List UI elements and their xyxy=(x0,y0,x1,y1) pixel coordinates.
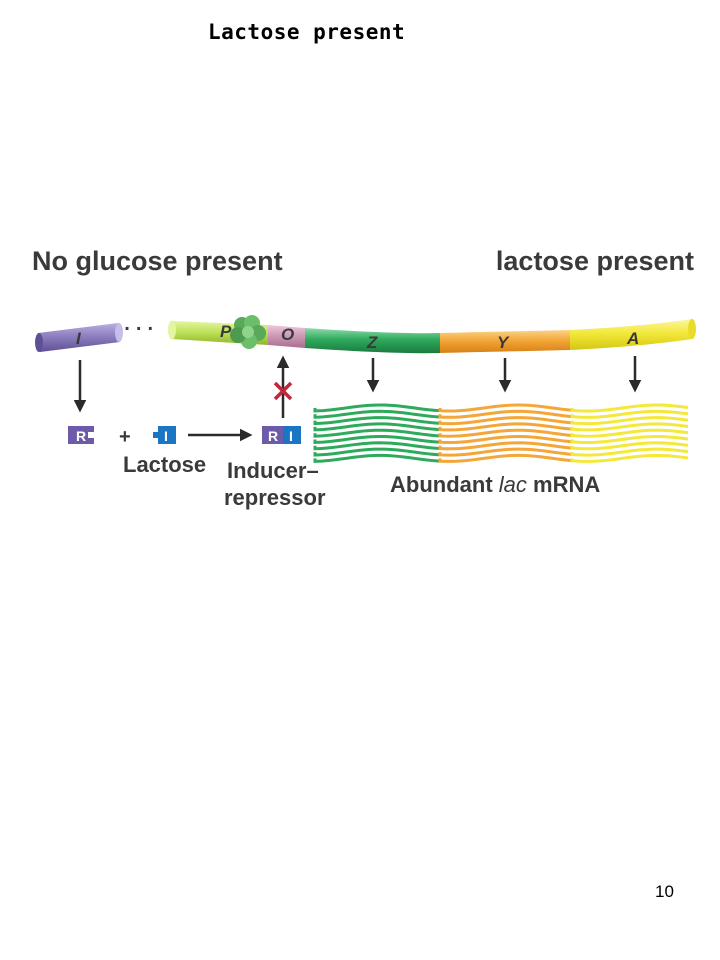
blocked-x-icon xyxy=(273,381,293,401)
header-no-glucose: No glucose present xyxy=(32,246,283,276)
mrna-strand xyxy=(313,434,440,445)
mrna-strand xyxy=(313,441,440,451)
mrna-strand xyxy=(438,447,573,457)
repressor-box xyxy=(68,426,94,444)
mrna-strand xyxy=(313,447,440,457)
mrna-strand xyxy=(570,453,689,463)
mrna-strand xyxy=(438,416,573,426)
mrna-strand xyxy=(570,409,689,419)
inducer-box-label: I xyxy=(164,428,168,444)
mrna-strand xyxy=(313,409,440,419)
slide-title: Lactose present xyxy=(208,20,406,44)
gene-label-a: A xyxy=(626,329,639,348)
repressor-box-label: R xyxy=(76,428,86,444)
inducer-repressor-complex xyxy=(262,426,301,444)
mrna-strand xyxy=(570,447,689,457)
mrna-strand xyxy=(313,422,440,432)
i-gene-segment xyxy=(35,323,123,352)
mrna-strand xyxy=(313,416,440,426)
gene-label-y: Y xyxy=(497,333,510,352)
mrna-strand xyxy=(313,403,440,413)
mrna-strand xyxy=(438,435,573,445)
mrna-strand xyxy=(313,453,440,463)
gene-label-p: P xyxy=(220,322,232,341)
ellipsis: · · · xyxy=(124,319,153,338)
mrna-strand xyxy=(313,428,440,438)
mrna-strand xyxy=(438,441,573,451)
page-number: 10 xyxy=(655,882,674,901)
dna-strand xyxy=(168,319,696,354)
complex-inducer-label: I xyxy=(289,428,293,444)
mrna-strands xyxy=(313,403,689,463)
mrna-strand xyxy=(570,434,689,445)
lactose-label: Lactose xyxy=(123,452,206,477)
gene-label-z: Z xyxy=(366,333,378,352)
header-lactose-present: lactose present xyxy=(496,246,694,276)
mrna-strand xyxy=(438,453,573,463)
mrna-strand xyxy=(570,428,689,438)
complex-repressor-label: R xyxy=(268,428,278,444)
mrna-strand xyxy=(438,422,573,432)
mrna-strand xyxy=(570,416,689,426)
mrna-strand xyxy=(570,422,689,432)
inducer-repressor-label-line1: Inducer– xyxy=(227,458,319,483)
gene-label-i: I xyxy=(76,329,82,348)
mrna-label: Abundant lac mRNA xyxy=(390,472,600,497)
inducer-box xyxy=(153,426,176,444)
cap-protein-icon xyxy=(230,315,266,349)
mrna-strand xyxy=(570,403,689,413)
mrna-strand xyxy=(438,403,573,413)
inducer-repressor-label-line2: repressor xyxy=(224,485,326,510)
gene-label-o: O xyxy=(281,325,294,344)
mrna-strand xyxy=(570,441,689,451)
mrna-strand xyxy=(438,409,573,419)
mrna-strand xyxy=(438,428,573,438)
plus-sign: + xyxy=(119,426,131,448)
